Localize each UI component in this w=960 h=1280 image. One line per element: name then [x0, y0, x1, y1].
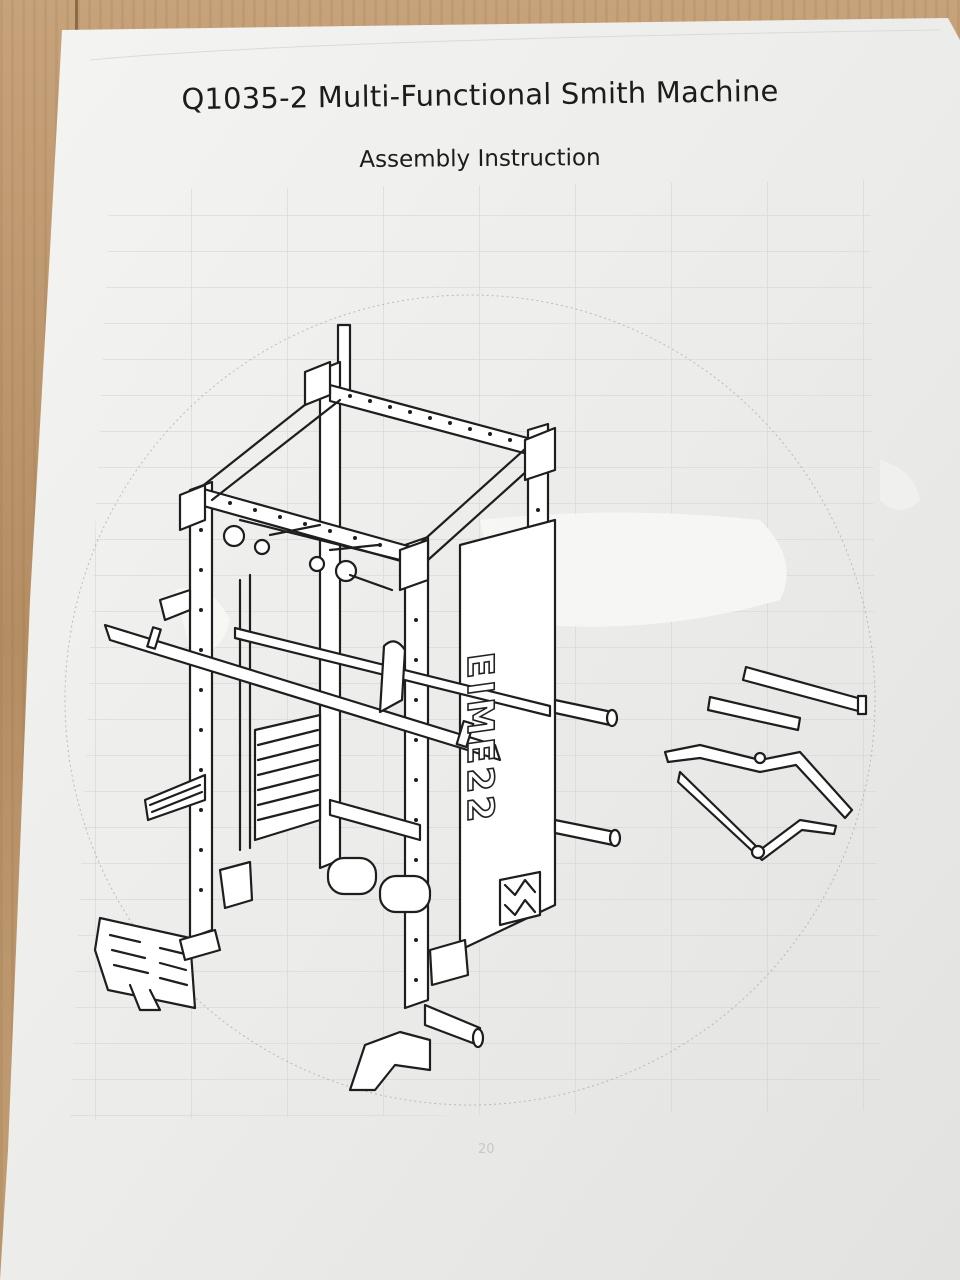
torn-patch — [480, 512, 787, 627]
illustration-brand-text: EIME22 — [458, 649, 501, 829]
page-number: 20 — [478, 1142, 495, 1157]
table-seam — [75, 0, 78, 30]
